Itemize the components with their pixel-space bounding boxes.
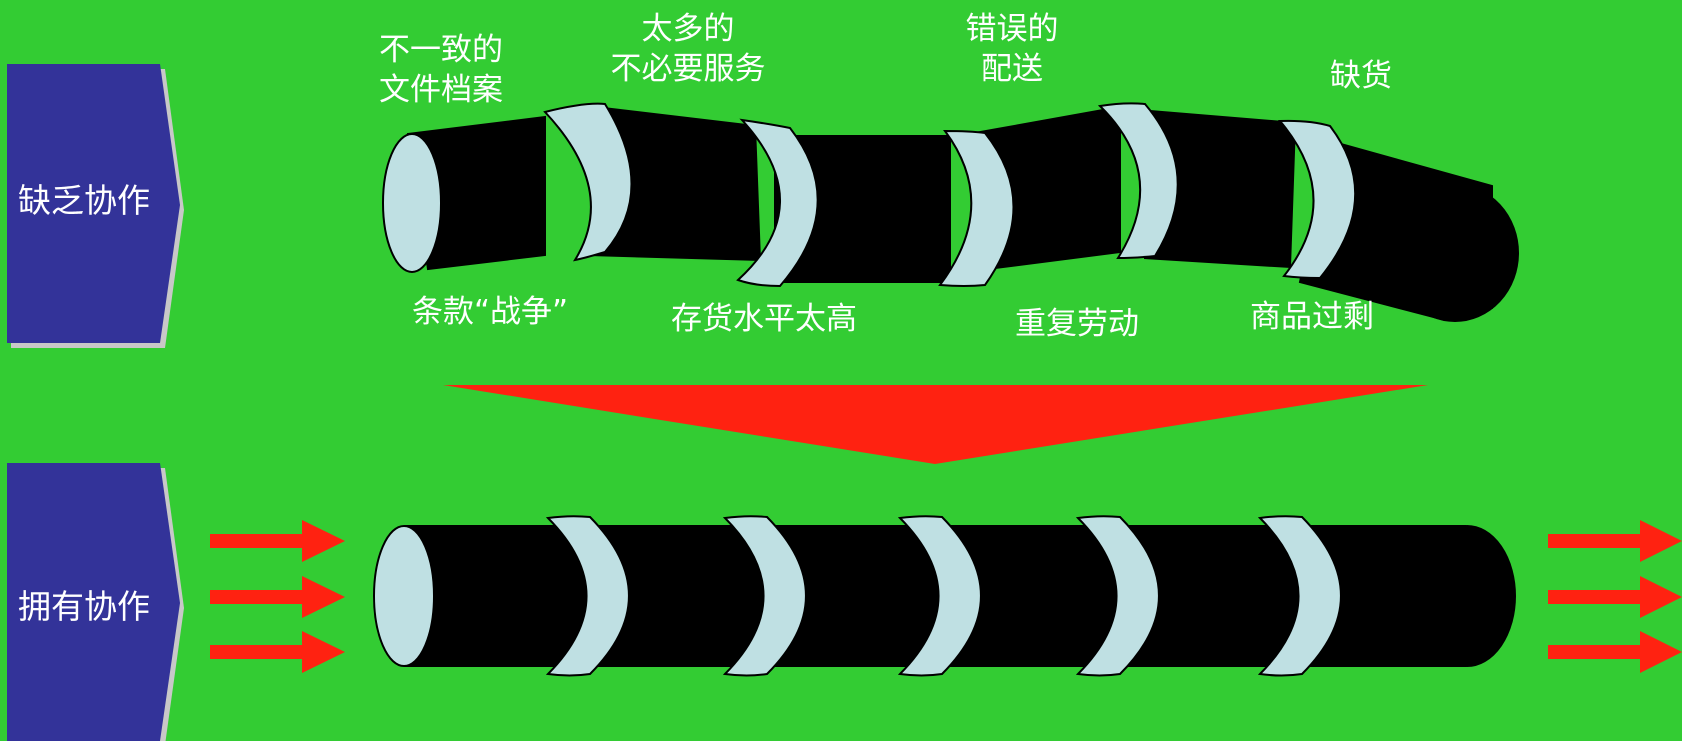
problem-label-documents: 不一致的 文件档案 [379, 30, 503, 110]
collaborative-pipeline [373, 515, 1516, 677]
problem-label-line: 错误的 [965, 11, 1059, 47]
transition-arrow [443, 385, 1428, 464]
problem-label-line: 配送 [981, 51, 1043, 87]
problem-label-overstock: 商品过剩 [1250, 299, 1374, 335]
problem-label-inventory: 存货水平太高 [671, 301, 857, 337]
problem-label-terms-war: 条款“战争” [412, 294, 569, 330]
problem-label-line: 不必要服务 [610, 51, 766, 87]
broken-pipeline [382, 102, 1519, 322]
problem-label-rework: 重复劳动 [1015, 306, 1139, 342]
problem-label-line: 不一致的 [379, 32, 503, 68]
side-panel-lacking [7, 64, 184, 348]
problem-label-line: 文件档案 [379, 72, 503, 108]
problem-label-line: 太多的 [641, 11, 735, 47]
section-label-having: 拥有协作 [18, 587, 150, 626]
side-panel-having [7, 463, 184, 741]
problem-label-services: 太多的 不必要服务 [611, 9, 766, 89]
problem-label-stockout: 缺货 [1330, 56, 1392, 96]
problem-label-line: 缺货 [1330, 58, 1392, 94]
problem-label-delivery: 错误的 配送 [966, 9, 1059, 89]
outflow-arrows [1548, 520, 1682, 673]
section-label-lacking: 缺乏协作 [18, 181, 150, 220]
inflow-arrows [210, 520, 345, 673]
